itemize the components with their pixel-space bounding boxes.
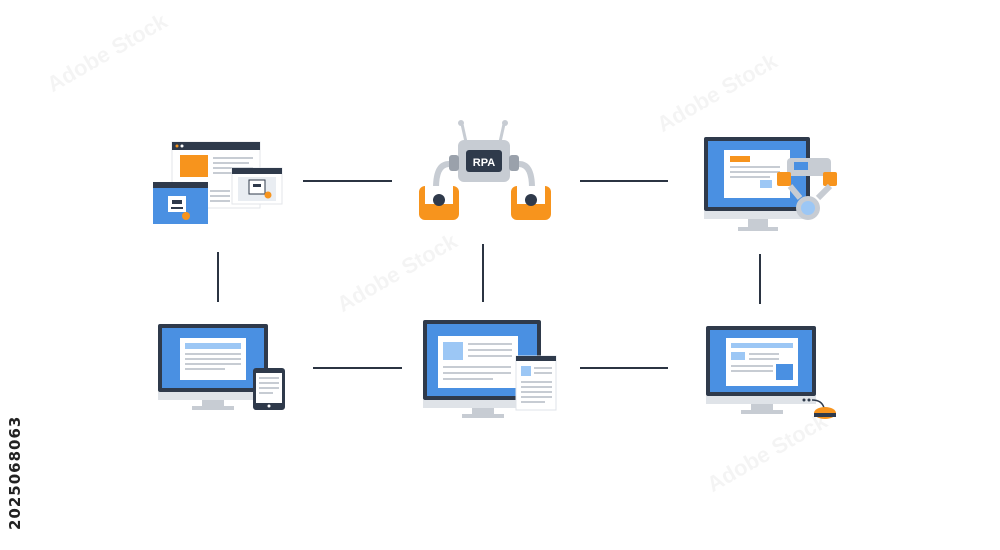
monitor-with-robot-arm-icon — [704, 137, 837, 231]
browser-windows-with-robot-icon — [153, 141, 283, 224]
monitor-with-document-icon — [423, 320, 557, 418]
side-identifier: 2025068063 — [6, 415, 24, 530]
monitor-with-tablet-icon — [158, 324, 285, 410]
rpa-robot-icon: RPA — [419, 120, 551, 220]
connectors — [217, 180, 761, 369]
monitor-with-mouse-icon — [706, 326, 836, 419]
rpa-badge-text: RPA — [473, 157, 495, 169]
